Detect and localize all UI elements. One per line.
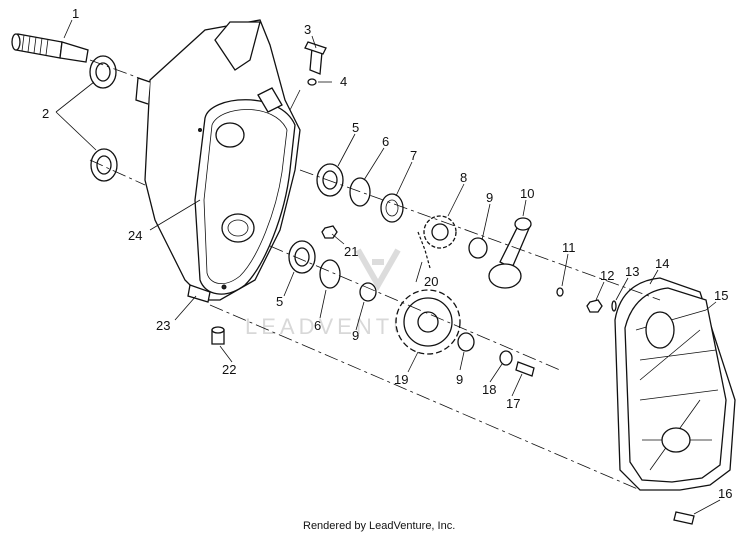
credit-text: Rendered by LeadVenture, Inc.: [303, 520, 455, 532]
part-washer-18: [499, 350, 513, 366]
callout-15: 15: [714, 288, 728, 303]
part-bolt-16: [673, 511, 695, 525]
callout-14: 14: [655, 256, 669, 271]
callout-9-lower: 9: [456, 372, 463, 387]
callout-8: 8: [460, 170, 467, 185]
callout-16: 16: [718, 486, 732, 501]
callout-12: 12: [600, 268, 614, 283]
part-input-shaft: [11, 33, 89, 63]
part-sprocket-19: [395, 289, 461, 355]
leader-lines: [55, 19, 721, 515]
part-seal-7: [380, 193, 404, 223]
center-lines: [89, 59, 661, 491]
part-sprocket-8: [423, 215, 457, 249]
callout-7: 7: [410, 148, 417, 163]
part-chain-20: [417, 231, 431, 269]
callout-9-middle: 9: [352, 328, 359, 343]
callout-17: 17: [506, 396, 520, 411]
part-nut-12: [586, 299, 603, 313]
part-oring-13: [611, 300, 617, 312]
callout-19: 19: [394, 372, 408, 387]
callout-10: 10: [520, 186, 534, 201]
part-bolt-3: [304, 41, 327, 75]
callout-3: 3: [304, 22, 311, 37]
callout-11: 11: [562, 240, 576, 255]
part-tensioner-10: [488, 217, 532, 289]
callout-5-lower: 5: [276, 294, 283, 309]
callout-18: 18: [482, 382, 496, 397]
part-washer-11: [556, 287, 564, 297]
part-seal-upper: [89, 55, 117, 89]
callout-24: 24: [128, 228, 142, 243]
callout-13: 13: [625, 264, 639, 279]
callout-6-upper: 6: [382, 134, 389, 149]
part-bolt-17: [515, 361, 535, 377]
callout-9-upper: 9: [486, 190, 493, 205]
callout-2: 2: [42, 106, 49, 121]
part-chaincase-housing: [135, 19, 301, 303]
part-washer-9-upper: [468, 237, 488, 259]
callout-23: 23: [156, 318, 170, 333]
part-washer-9-lower: [457, 332, 475, 352]
part-bearing-5-upper: [316, 163, 344, 197]
callout-20: 20: [424, 274, 438, 289]
callout-4: 4: [340, 74, 347, 89]
part-washer-9-middle: [359, 282, 377, 302]
callout-1: 1: [72, 6, 79, 21]
callout-21: 21: [344, 244, 358, 259]
callout-22: 22: [222, 362, 236, 377]
part-cover-15: [624, 287, 727, 483]
callout-6-lower: 6: [314, 318, 321, 333]
callout-labels: 1 2 3 4 5 5 6 6 7 8 9 9 9 10 11 12 13 14…: [42, 6, 732, 501]
callout-5-upper: 5: [352, 120, 359, 135]
part-bearing-5-lower: [288, 240, 316, 274]
part-dowel-22: [211, 326, 225, 345]
part-oring-6-lower: [319, 259, 341, 289]
part-seal-lower: [90, 148, 118, 182]
part-washer-4: [307, 78, 317, 86]
